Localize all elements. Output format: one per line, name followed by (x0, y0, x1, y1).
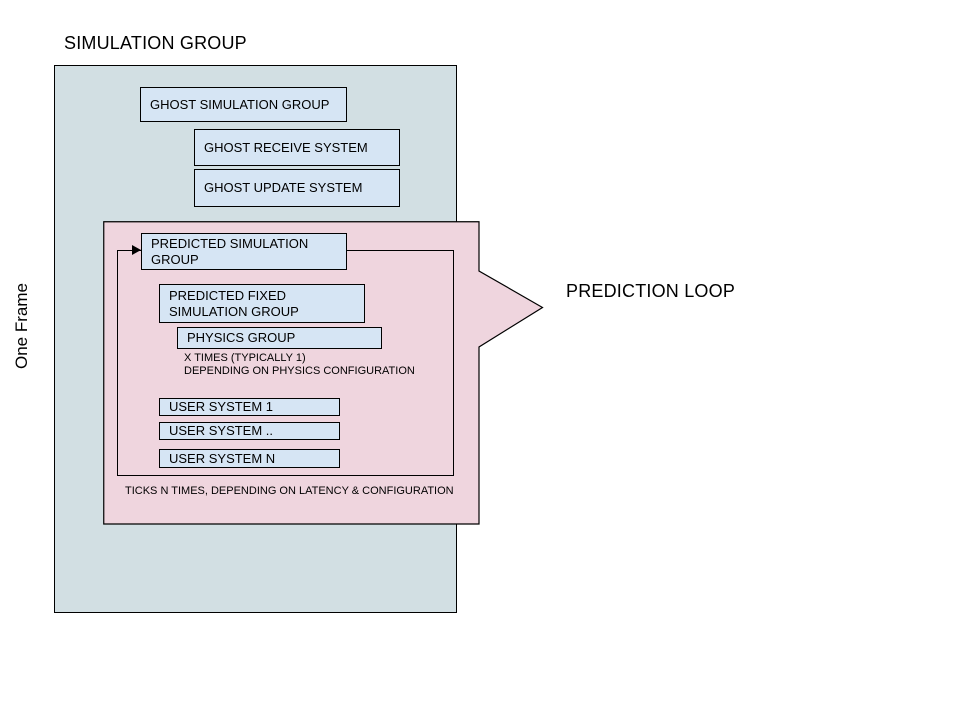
predicted-fixed-simulation-group-box: PREDICTED FIXED SIMULATION GROUP (159, 284, 365, 323)
predicted-fixed-simulation-group-label: PREDICTED FIXED SIMULATION GROUP (169, 287, 299, 319)
loop-arrowhead-icon (132, 245, 141, 255)
ticks-note: TICKS N TIMES, DEPENDING ON LATENCY & CO… (125, 485, 454, 497)
page-title: SIMULATION GROUP (64, 33, 247, 53)
physics-group-label: PHYSICS GROUP (187, 330, 296, 345)
predicted-simulation-group-label: PREDICTED SIMULATION GROUP (151, 235, 309, 267)
user-system-ellipsis-label: USER SYSTEM .. (169, 423, 274, 438)
ghost-simulation-group-label: GHOST SIMULATION GROUP (150, 96, 330, 112)
prediction-loop-label: PREDICTION LOOP (566, 281, 736, 301)
user-system-ellipsis-box: USER SYSTEM .. (159, 422, 340, 440)
ghost-simulation-group-box: GHOST SIMULATION GROUP (140, 87, 347, 122)
predicted-simulation-group-box: PREDICTED SIMULATION GROUP (141, 233, 347, 270)
user-system-1-label: USER SYSTEM 1 (169, 399, 274, 414)
ghost-receive-system-box: GHOST RECEIVE SYSTEM (194, 129, 400, 166)
user-system-1-box: USER SYSTEM 1 (159, 398, 340, 416)
ghost-receive-system-label: GHOST RECEIVE SYSTEM (204, 139, 368, 155)
physics-note-line2: DEPENDING ON PHYSICS CONFIGURATION (184, 364, 415, 377)
physics-note-line1: X TIMES (TYPICALLY 1) (184, 352, 306, 364)
user-system-n-box: USER SYSTEM N (159, 449, 340, 468)
one-frame-label: One Frame (12, 283, 31, 369)
physics-iteration-note: X TIMES (TYPICALLY 1) DEPENDING ON PHYSI… (184, 352, 415, 377)
ghost-update-system-box: GHOST UPDATE SYSTEM (194, 169, 400, 207)
physics-group-box: PHYSICS GROUP (177, 327, 382, 349)
user-system-n-label: USER SYSTEM N (169, 450, 276, 466)
ghost-update-system-label: GHOST UPDATE SYSTEM (204, 180, 363, 195)
